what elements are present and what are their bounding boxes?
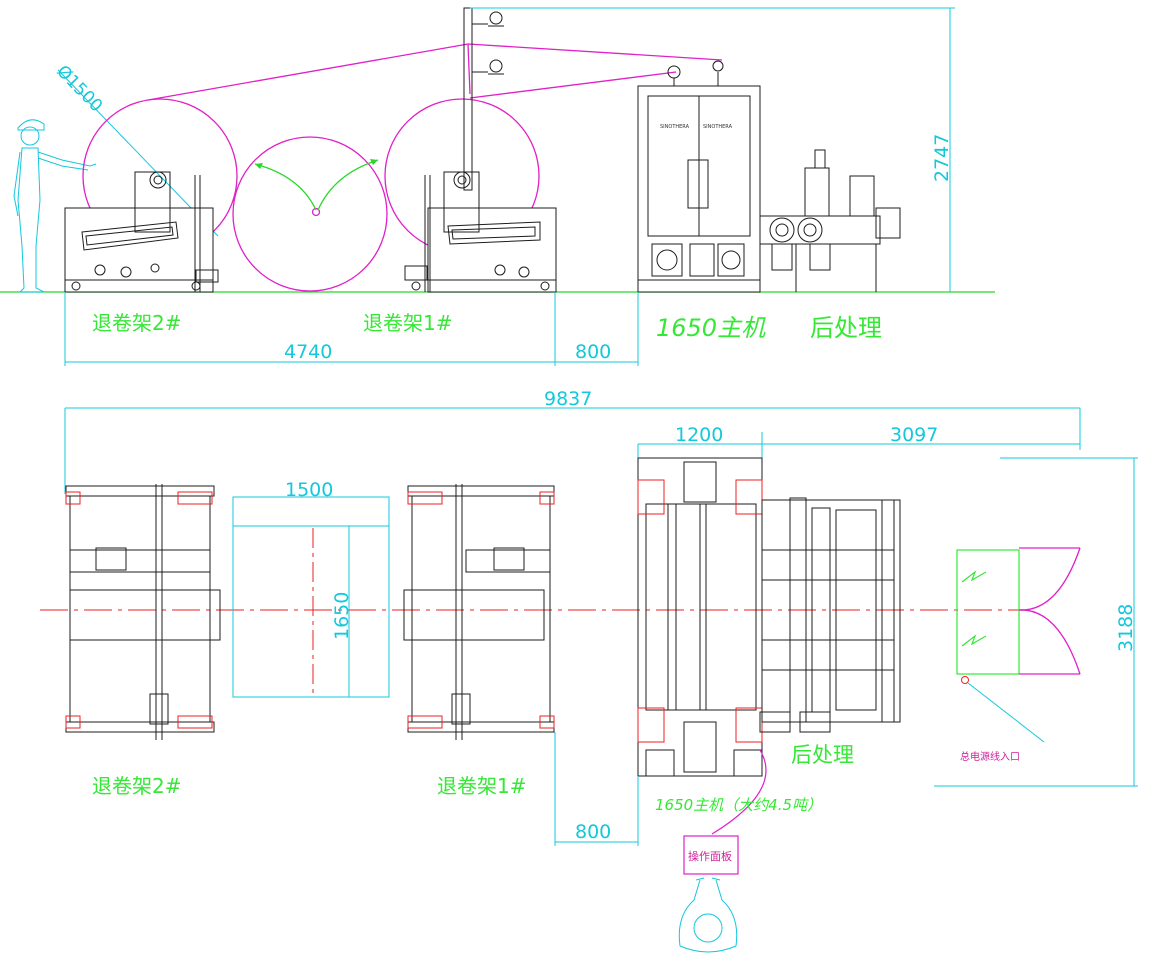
side-view: Ø1500 xyxy=(0,7,995,366)
guide-mast xyxy=(463,7,504,191)
main-width-dim: 1200 xyxy=(675,424,723,446)
unwinder2-side-label: 退卷架2# xyxy=(92,311,181,335)
operator-figure-plan xyxy=(678,877,738,953)
roll-length-dim: 1650 xyxy=(331,592,353,640)
control-panel-leader xyxy=(711,749,767,835)
roll-width-dim: 1500 xyxy=(285,479,333,501)
height-dim-label: 2747 xyxy=(931,134,953,182)
plan-total-dimension: 9837 xyxy=(64,388,1081,494)
post-width-dim: 3097 xyxy=(890,424,938,446)
roll-circle-splice xyxy=(232,136,388,292)
depth-dim-label: 3188 xyxy=(1115,604,1137,652)
main-machine-plan xyxy=(637,457,763,777)
height-dimension: 2747 xyxy=(470,7,955,292)
swing-arrows xyxy=(254,159,379,211)
power-inlet-label: 总电源线入口 xyxy=(960,750,1020,763)
web-path xyxy=(147,43,723,101)
operator-figure-side xyxy=(13,119,97,293)
unwinder1-plan-label: 退卷架1# xyxy=(437,774,526,798)
control-panel: 操作面板 xyxy=(683,835,739,875)
total-width-dim: 9837 xyxy=(544,388,592,410)
gap-dim-800-side: 800 xyxy=(575,341,611,363)
unwinder2-plan-label: 退卷架2# xyxy=(92,774,181,798)
brand-plate-b: SINOTHERA xyxy=(703,124,733,130)
plan-main-dimensions: 1200 3097 xyxy=(637,424,1080,460)
main-machine-side-label: 1650主机 xyxy=(656,314,766,342)
post-process-side xyxy=(759,149,901,292)
side-bottom-dimensions: 4740 800 xyxy=(64,292,639,366)
post-process-plan-label: 后处理 xyxy=(791,743,854,767)
width-dim-4740: 4740 xyxy=(284,341,332,363)
gap-dim-800-plan: 800 xyxy=(575,821,611,843)
unwinder1-side xyxy=(404,171,557,293)
depth-dimension: 3188 xyxy=(934,457,1138,787)
brand-plate-a: SINOTHERA xyxy=(660,124,690,130)
main-machine-plan-label: 1650主机（大约4.5吨） xyxy=(655,796,822,814)
unwinder1-side-label: 退卷架1# xyxy=(363,311,452,335)
unwinder2-side xyxy=(64,171,219,293)
electrical-cabinet xyxy=(956,547,1081,743)
post-process-side-label: 后处理 xyxy=(810,314,882,342)
splice-center-mark xyxy=(311,207,321,217)
post-process-plan xyxy=(759,497,901,733)
unwinder2-plan xyxy=(65,484,221,740)
control-panel-label: 操作面板 xyxy=(688,849,732,863)
diameter-label: Ø1500 xyxy=(52,62,106,117)
plan-gap-dimension: 800 xyxy=(554,732,639,846)
unwinder1-plan xyxy=(403,484,555,740)
main-machine-side: SINOTHERA SINOTHERA xyxy=(637,60,761,293)
roll-footprint: 1500 1650 xyxy=(232,479,390,698)
plan-view: 9837 1200 3097 xyxy=(40,388,1138,953)
